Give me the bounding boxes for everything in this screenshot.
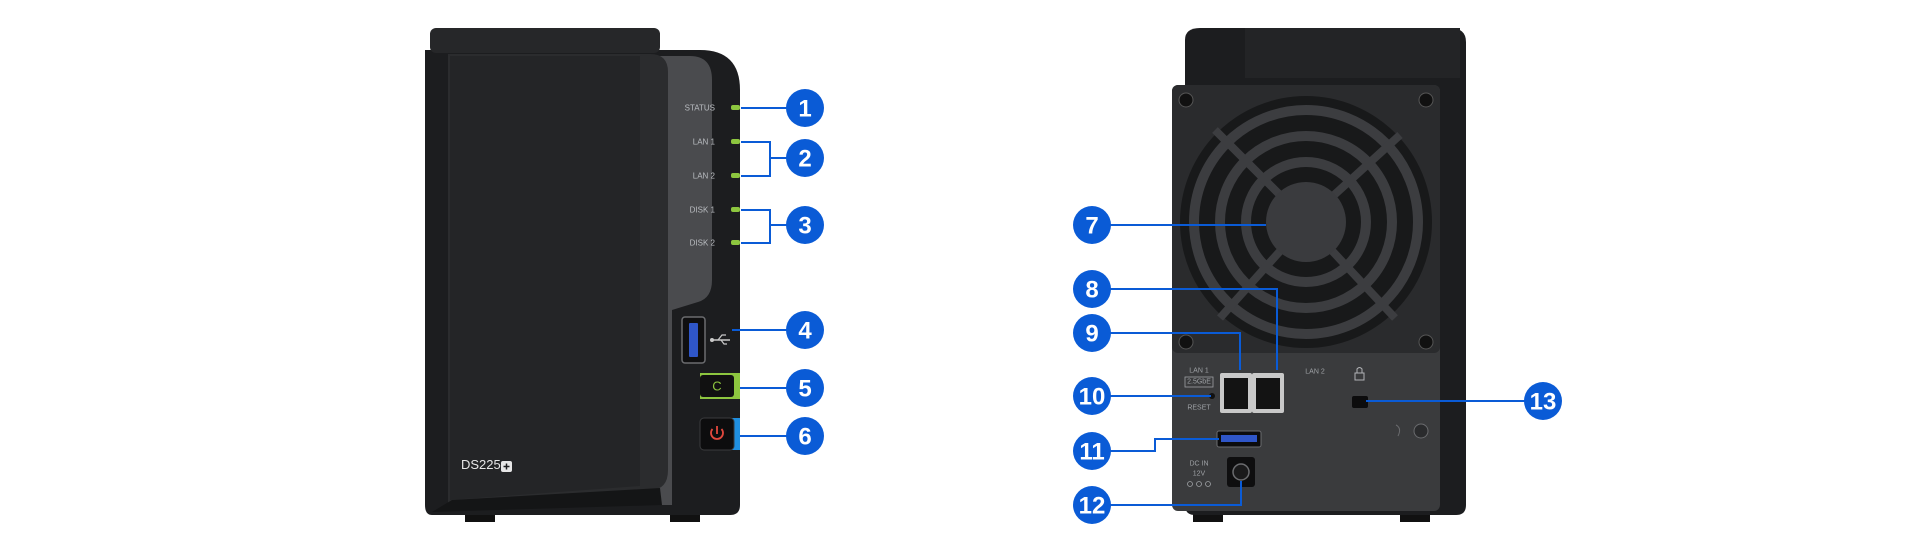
lan1-speed-box — [1184, 376, 1214, 388]
ground-screw-icon — [1413, 423, 1429, 439]
callout-7-number: 7 — [1085, 213, 1098, 240]
led-label-status: STATUS — [685, 104, 715, 113]
callout-9-number: 9 — [1085, 321, 1098, 348]
copy-button-letter: C — [712, 379, 721, 394]
callout-13: 13 — [1524, 382, 1562, 420]
callout-2: 2 — [786, 139, 824, 177]
usb-icon — [710, 334, 730, 345]
callout-6: 6 — [786, 417, 824, 455]
callout-12: 12 — [1073, 486, 1111, 524]
power-icon — [710, 426, 724, 440]
led-label-disk2: DISK 2 — [690, 239, 716, 248]
lan2-port — [1256, 378, 1280, 409]
disk2-led — [731, 240, 740, 245]
screw-icon — [1178, 92, 1194, 108]
reset-label: RESET — [1187, 405, 1211, 412]
callouts: 1 2 3 4 5 6 7 8 9 10 11 12 13 — [786, 89, 1562, 524]
led-label-lan1: LAN 1 — [693, 138, 716, 147]
callout-10: 10 — [1073, 377, 1111, 415]
callout-2-number: 2 — [798, 146, 811, 173]
lock-icon — [1354, 367, 1365, 381]
front-unit: STATUS LAN 1 LAN 2 DISK 1 DISK 2 C — [425, 28, 740, 522]
disk1-led — [731, 207, 740, 212]
lan2-led — [731, 173, 740, 178]
fan-grille — [1180, 96, 1432, 348]
led-label-disk1: DISK 1 — [690, 206, 716, 215]
fan-hub — [1266, 182, 1346, 262]
front-door-face — [450, 56, 640, 500]
lan1-port — [1224, 378, 1248, 409]
callout-11: 11 — [1073, 432, 1111, 470]
callout-4: 4 — [786, 311, 824, 349]
lan1-label: LAN 1 — [1189, 368, 1209, 375]
callout-7: 7 — [1073, 206, 1111, 244]
plus-icon — [503, 463, 510, 470]
dc-voltage-label: 12V — [1193, 471, 1206, 478]
model-name: DS225 — [461, 457, 501, 472]
polarity-icon — [1187, 481, 1211, 487]
callout-12-number: 12 — [1079, 493, 1106, 520]
callout-5-number: 5 — [798, 376, 811, 403]
front-top-edge — [430, 28, 660, 53]
status-led — [731, 105, 740, 110]
dc-in-label: DC IN — [1189, 461, 1208, 468]
reset-button[interactable] — [1209, 393, 1215, 399]
callout-13-number: 13 — [1530, 389, 1557, 416]
callout-4-number: 4 — [798, 318, 812, 345]
front-usb-tongue — [689, 323, 698, 357]
lan1-led — [731, 139, 740, 144]
screw-icon — [1178, 334, 1194, 350]
leader-lines — [732, 107, 1530, 506]
screw-icon — [1418, 334, 1434, 350]
front-door-bottom — [432, 488, 662, 512]
callout-8-number: 8 — [1085, 277, 1098, 304]
dc-jack-ring — [1232, 463, 1250, 481]
front-foot-right — [670, 512, 700, 522]
callout-3-number: 3 — [798, 213, 811, 240]
rear-top-handle — [1245, 28, 1460, 78]
front-foot-left — [465, 512, 495, 522]
callout-9: 9 — [1073, 314, 1111, 352]
lan2-label: LAN 2 — [1305, 369, 1325, 376]
led-label-lan2: LAN 2 — [693, 172, 716, 181]
callout-10-number: 10 — [1079, 384, 1106, 411]
rear-foot-left — [1193, 512, 1223, 522]
lan1-speed: 2.5GbE — [1187, 379, 1211, 386]
rear-usb-tongue — [1221, 435, 1257, 442]
callout-5: 5 — [786, 369, 824, 407]
kensington-slot — [1352, 396, 1368, 408]
callout-1: 1 — [786, 89, 824, 127]
screw-icon — [1418, 92, 1434, 108]
callout-1-number: 1 — [798, 96, 811, 123]
copy-button[interactable] — [700, 375, 734, 397]
callout-8: 8 — [1073, 270, 1111, 308]
callout-6-number: 6 — [798, 424, 811, 451]
ground-mark — [1395, 424, 1401, 437]
rear-foot-right — [1400, 512, 1430, 522]
callout-11-number: 11 — [1079, 439, 1104, 466]
callout-3: 3 — [786, 206, 824, 244]
rear-unit: LAN 1 2.5GbE LAN 2 RESET DC IN 12V — [1172, 28, 1466, 522]
